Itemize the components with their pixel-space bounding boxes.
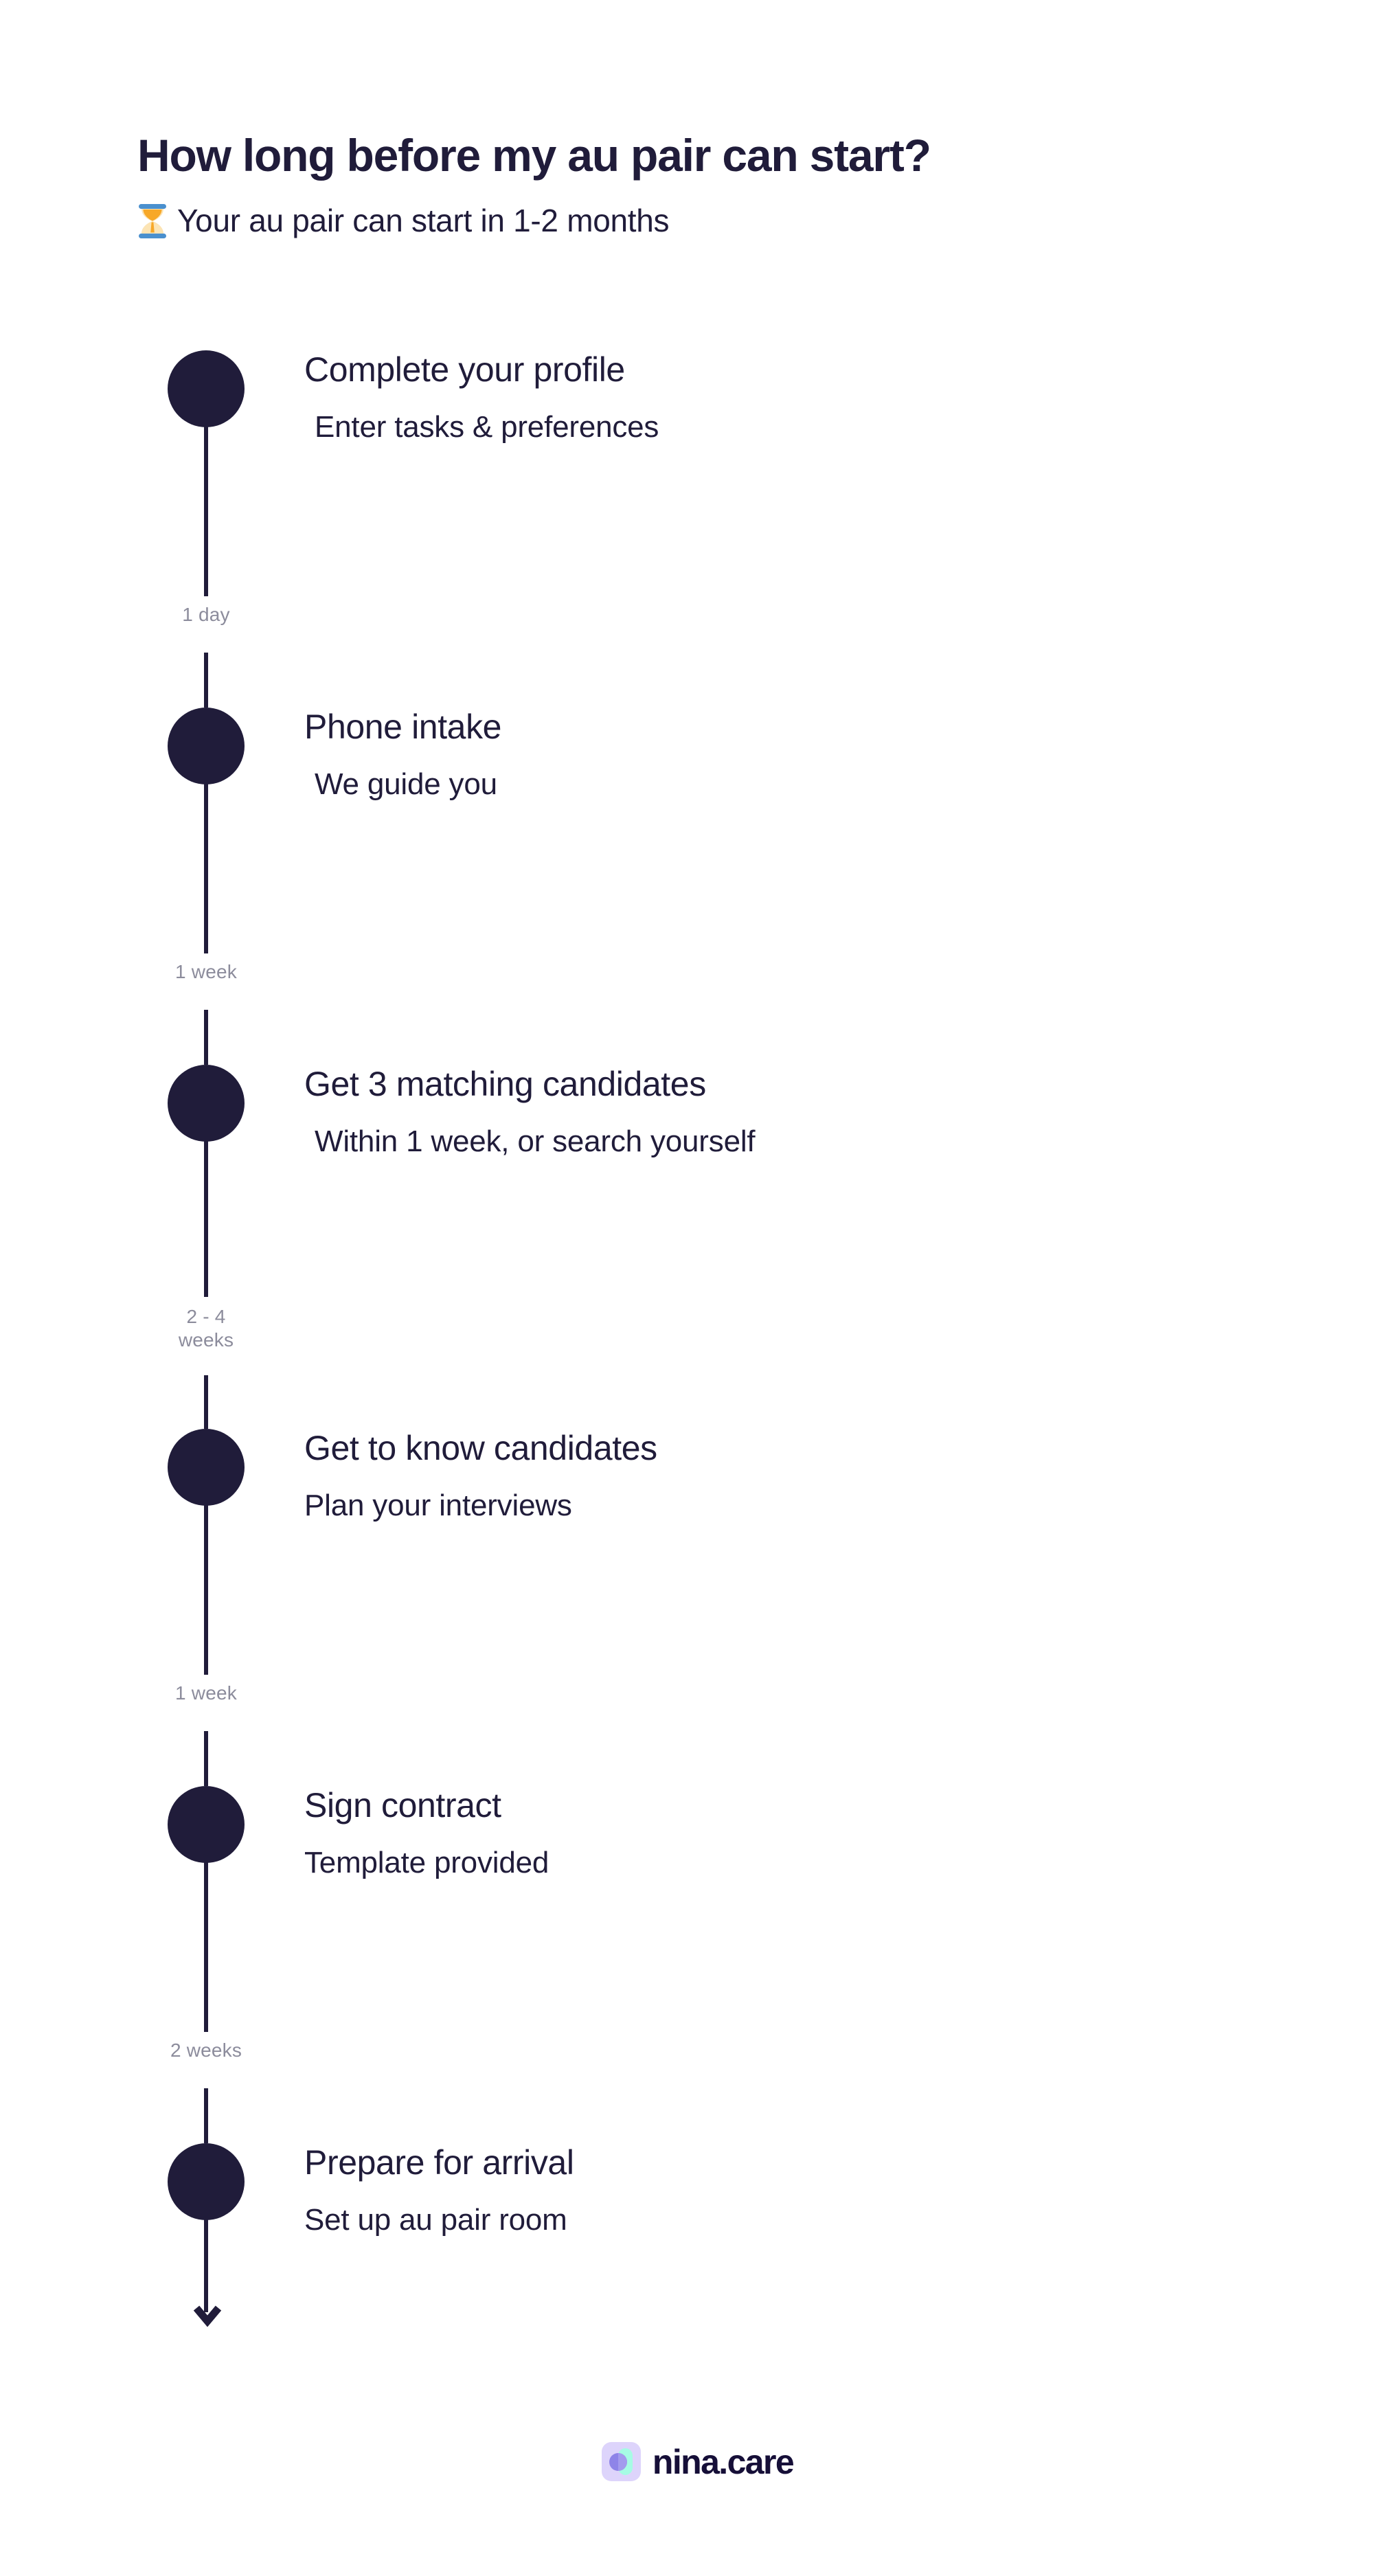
timeline-dot xyxy=(168,1786,245,1863)
timeline-step: 1 week Phone intake We guide you xyxy=(0,708,1395,1065)
timeline-duration-label: 2 weeks xyxy=(170,2040,242,2061)
arrow-down-icon xyxy=(193,2305,222,2327)
timeline-connector xyxy=(204,1860,208,2032)
timeline-connector xyxy=(204,1731,208,1786)
timeline: 1 day Complete your profile Enter tasks … xyxy=(0,350,1395,2327)
timeline-rail: 1 day xyxy=(165,350,247,708)
timeline-step-content: Prepare for arrival Set up au pair room xyxy=(304,2143,1335,2237)
header: How long before my au pair can start? Yo… xyxy=(137,130,1305,240)
timeline-dot xyxy=(168,350,245,427)
timeline-duration-label: 1 week xyxy=(175,961,237,982)
timeline-dot xyxy=(168,708,245,784)
timeline-dot xyxy=(168,2143,245,2220)
timeline-connector xyxy=(204,1010,208,1065)
timeline-step-subtitle: Set up au pair room xyxy=(304,2202,567,2237)
timeline-end-arrow xyxy=(165,2305,247,2333)
timeline-rail xyxy=(165,2143,247,2322)
timeline-rail: 2 - 4 weeks xyxy=(165,1065,247,1429)
subtitle-text: Your au pair can start in 1-2 months xyxy=(177,202,670,238)
timeline-connector xyxy=(204,1139,208,1297)
page-title: How long before my au pair can start? xyxy=(137,130,931,181)
timeline-step-title: Get 3 matching candidates xyxy=(304,1065,706,1103)
footer: nina.care xyxy=(0,2442,1395,2481)
timeline-connector xyxy=(204,782,208,953)
timeline-step-subtitle: Within 1 week, or search yourself xyxy=(315,1124,756,1158)
timeline-step-content: Get to know candidates Plan your intervi… xyxy=(304,1429,1335,1523)
timeline-step-content: Get 3 matching candidates Within 1 week,… xyxy=(304,1065,1335,1159)
timeline-step-content: Sign contract Template provided xyxy=(304,1786,1335,1880)
timeline-duration-label: 2 - 4 weeks xyxy=(178,1306,234,1351)
timeline-step-title: Phone intake xyxy=(304,708,502,746)
timeline-step-title: Prepare for arrival xyxy=(304,2143,574,2182)
timeline-step: Prepare for arrival Set up au pair room xyxy=(0,2143,1395,2327)
subtitle-row: Your au pair can start in 1-2 months xyxy=(137,202,1305,240)
brand-logo[interactable]: nina.care xyxy=(601,2442,795,2481)
timeline-step-subtitle: Template provided xyxy=(304,1845,549,1879)
timeline-step-title: Complete your profile xyxy=(304,350,625,389)
nina-care-logo-icon xyxy=(601,2442,641,2481)
timeline-connector xyxy=(204,653,208,708)
timeline-dot xyxy=(168,1065,245,1142)
timeline-step-subtitle: Enter tasks & preferences xyxy=(315,409,659,444)
timeline-step-subtitle: Plan your interviews xyxy=(304,1488,572,1522)
timeline-step-content: Phone intake We guide you xyxy=(304,708,1335,802)
brand-logo-text: nina.care xyxy=(652,2442,795,2481)
timeline-step: 1 day Complete your profile Enter tasks … xyxy=(0,350,1395,708)
timeline-connector xyxy=(204,425,208,596)
timeline-connector xyxy=(204,1375,208,1429)
timeline-step: 2 - 4 weeks Get 3 matching candidates Wi… xyxy=(0,1065,1395,1429)
timeline-step-title: Sign contract xyxy=(304,1786,501,1824)
timeline-rail: 1 week xyxy=(165,708,247,1065)
timeline-connector xyxy=(204,2217,208,2312)
timeline-step: 1 week Get to know candidates Plan your … xyxy=(0,1429,1395,1786)
timeline-dot xyxy=(168,1429,245,1506)
timeline-step: 2 weeks Sign contract Template provided xyxy=(0,1786,1395,2143)
timeline-connector xyxy=(204,1503,208,1675)
timeline-rail: 1 week xyxy=(165,1429,247,1786)
timeline-connector xyxy=(204,2088,208,2143)
timeline-step-subtitle: We guide you xyxy=(315,767,497,801)
hourglass-icon xyxy=(139,203,166,238)
timeline-step-title: Get to know candidates xyxy=(304,1429,657,1467)
timeline-duration-label: 1 week xyxy=(175,1682,237,1704)
timeline-rail: 2 weeks xyxy=(165,1786,247,2143)
timeline-step-content: Complete your profile Enter tasks & pref… xyxy=(304,350,1335,444)
timeline-duration-label: 1 day xyxy=(182,604,230,625)
